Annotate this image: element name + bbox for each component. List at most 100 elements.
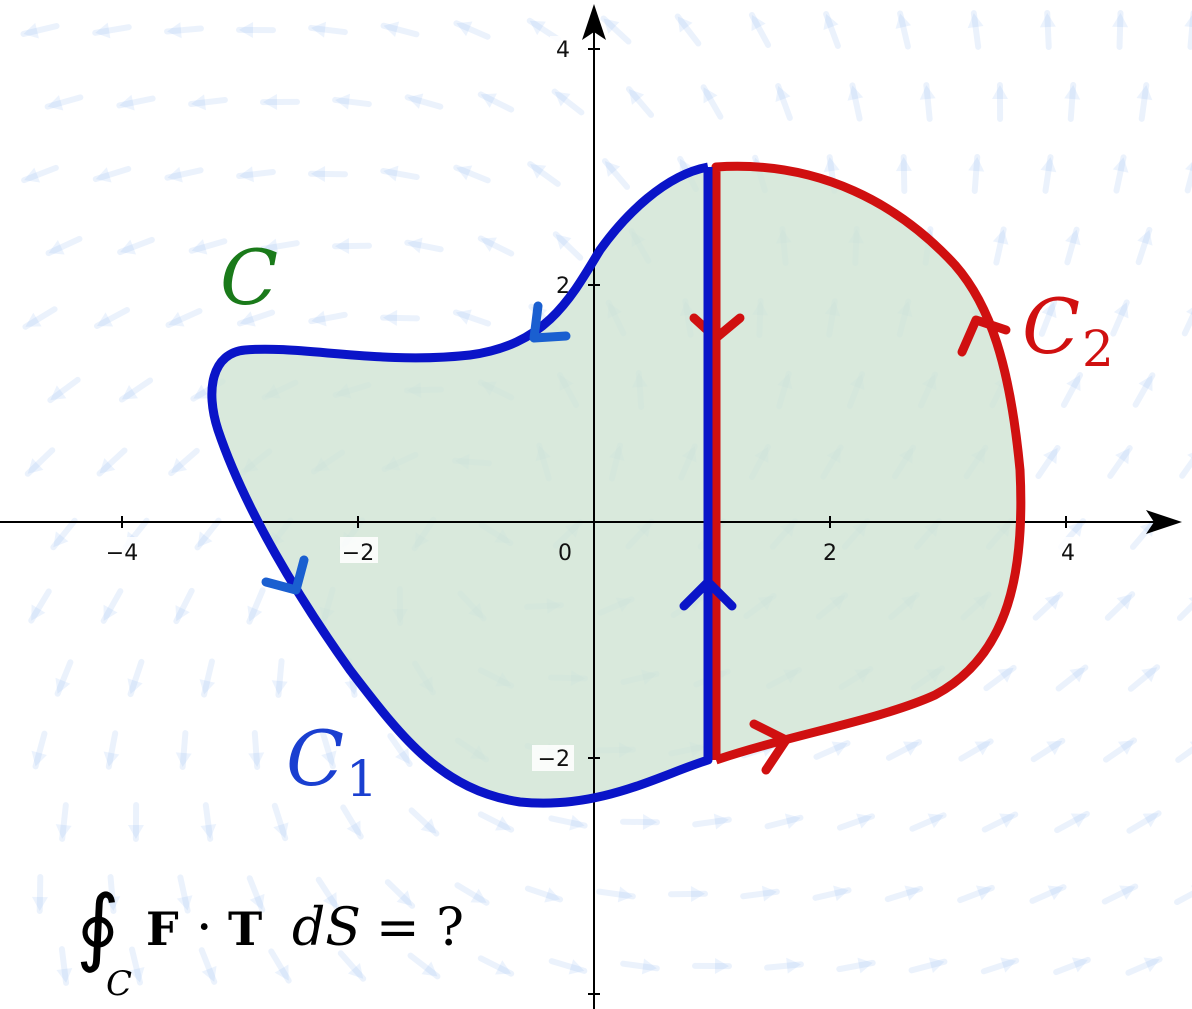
y-tick-label: 2 — [556, 274, 570, 299]
field-arrow-icon — [991, 82, 1008, 122]
field-arrow-icon — [236, 166, 276, 183]
field-arrow-icon — [1184, 10, 1192, 50]
axes — [0, 30, 1160, 1009]
field-arrow-icon — [983, 664, 1017, 692]
vector-t: T — [228, 902, 262, 956]
field-arrow-icon — [337, 950, 367, 982]
field-arrow-icon — [453, 164, 491, 184]
field-arrow-icon — [1039, 10, 1056, 50]
x-axis-arrowhead-icon — [1146, 510, 1182, 534]
field-arrow-icon — [1179, 452, 1192, 479]
y-axis-arrowhead-icon — [582, 4, 606, 40]
field-arrow-icon — [527, 161, 561, 187]
equals-question: = ? — [376, 898, 464, 958]
c1-arrow-up-icon — [679, 577, 737, 611]
field-arrow-icon — [407, 952, 441, 980]
field-arrow-icon — [453, 20, 491, 40]
field-arrow-icon — [175, 730, 192, 770]
field-arrow-icon — [246, 587, 266, 625]
field-arrow-icon — [1112, 154, 1129, 194]
field-arrow-icon — [1181, 307, 1192, 337]
field-arrow-icon — [600, 15, 632, 45]
field-arrow-icon — [596, 886, 636, 903]
c2-arrow-bottom-icon — [749, 719, 791, 775]
field-arrow-icon — [118, 377, 154, 403]
curve-c1-label-sub: 1 — [346, 750, 378, 808]
field-arrow-icon — [548, 958, 588, 975]
field-arrow-icon — [836, 957, 876, 974]
curve-c2-label-main: C — [1022, 282, 1080, 371]
field-arrow-icon — [127, 802, 144, 842]
field-arrow-icon — [55, 802, 72, 842]
field-arrow-icon — [271, 658, 288, 698]
field-arrow-icon — [764, 957, 804, 974]
field-arrow-icon — [454, 882, 490, 906]
field-arrow-icon — [1064, 226, 1081, 266]
field-arrow-icon — [165, 308, 203, 328]
field-arrow-icon — [188, 94, 228, 111]
field-arrow-icon — [847, 82, 864, 122]
field-arrow-icon — [28, 588, 52, 624]
c1-arrow-top-icon — [529, 301, 571, 343]
field-arrow-icon — [1035, 444, 1061, 480]
field-arrow-icon — [1055, 664, 1089, 692]
field-arrow-icon — [740, 885, 780, 902]
curve-c1 — [207, 162, 713, 808]
field-arrow-icon — [1032, 591, 1064, 621]
field-arrow-icon — [1127, 664, 1161, 692]
field-arrow-icon — [524, 885, 564, 903]
field-arrow-icon — [24, 447, 56, 477]
field-arrow-icon — [692, 958, 732, 975]
field-arrow-icon — [1101, 883, 1139, 905]
field-arrow-icon — [674, 13, 702, 47]
field-arrow-icon — [308, 21, 348, 38]
field-arrow-icon — [194, 517, 222, 551]
field-arrow-icon — [1038, 299, 1058, 337]
field-arrow-icon — [748, 12, 772, 48]
field-arrow-icon — [117, 236, 155, 256]
field-arrow-icon — [96, 447, 128, 477]
field-arrow-icon — [104, 874, 121, 914]
field-arrow-icon — [176, 874, 193, 914]
x-tick-label: 0 — [558, 541, 572, 566]
field-arrow-icon — [548, 814, 588, 831]
integral-subscript: C — [106, 964, 132, 1004]
field-arrow-icon — [775, 83, 793, 121]
field-arrow-icon — [21, 164, 59, 184]
field-arrow-icon — [1029, 884, 1067, 904]
field-arrow-icon — [477, 811, 515, 833]
field-arrow-icon — [380, 309, 420, 326]
field-arrow-icon — [958, 738, 994, 762]
field-arrow-icon — [895, 154, 912, 194]
field-arrow-icon — [320, 730, 337, 770]
field-arrow-icon — [700, 84, 724, 120]
field-arrow-icon — [919, 82, 936, 122]
field-arrow-icon — [103, 730, 120, 770]
field-arrow-icon — [477, 955, 515, 977]
field-arrow-icon — [168, 447, 200, 477]
field-arrow-icon — [1112, 10, 1129, 50]
field-arrow-icon — [601, 158, 631, 190]
field-arrow-icon — [1129, 518, 1159, 550]
c1-arrow-left-icon — [261, 555, 309, 595]
curve-c2-label: C 2 — [1022, 282, 1114, 378]
curve-c1-label-main: C — [286, 714, 344, 803]
field-arrow-icon — [1125, 956, 1163, 976]
field-arrow-icon — [1174, 885, 1192, 906]
field-arrow-icon — [1110, 299, 1130, 337]
contour-integral-sign: ∮ — [76, 877, 120, 975]
field-arrow-icon — [1176, 597, 1192, 621]
field-arrow-icon — [1126, 810, 1162, 834]
field-arrow-icon — [836, 813, 876, 831]
tick-labels: −4 −2 0 2 4 4 2 −2 — [104, 36, 1078, 772]
field-arrow-icon — [164, 166, 204, 183]
field-arrow-icon — [271, 802, 289, 842]
field-arrow-icon — [332, 93, 372, 110]
field-arrow-icon — [199, 658, 216, 698]
field-arrow-icon — [31, 730, 48, 770]
curve-c2 — [711, 161, 1026, 765]
field-arrow-icon — [340, 804, 364, 840]
field-arrow-icon — [812, 885, 852, 902]
field-arrow-icon — [620, 958, 660, 975]
field-arrow-icon — [100, 588, 124, 624]
